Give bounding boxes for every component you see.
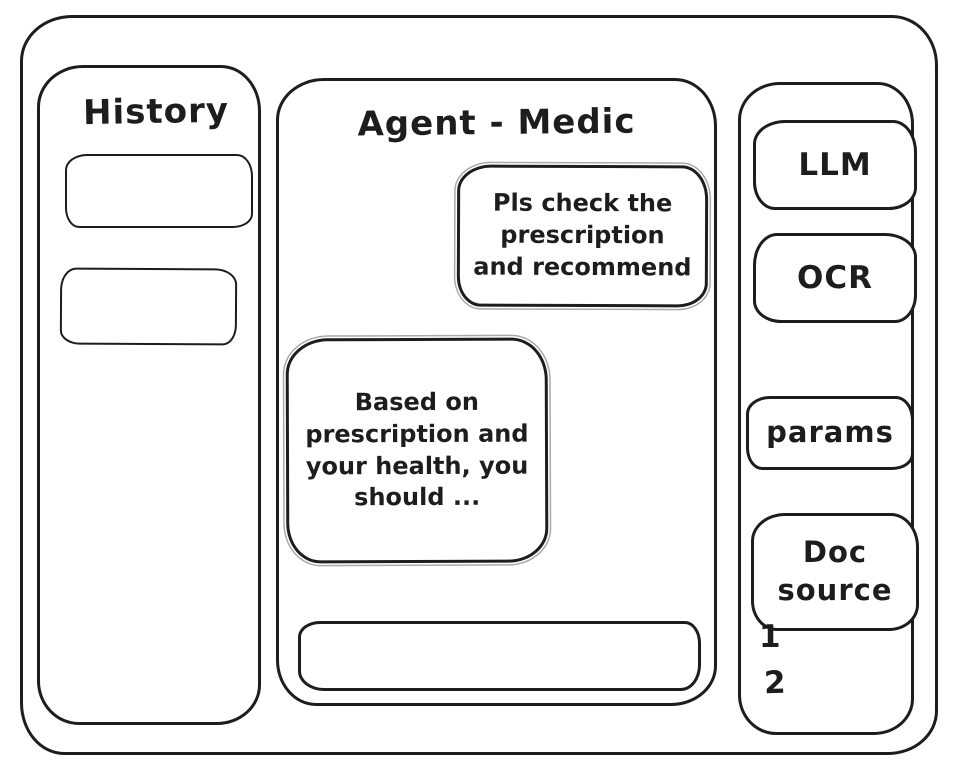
doc-source-item-2: 2 xyxy=(763,664,787,702)
chat-panel-title: Agent - Medic xyxy=(357,101,636,145)
tools-panel: LLM OCR params Doc source 1 2 xyxy=(738,82,919,735)
history-panel-title: History xyxy=(82,90,230,134)
params-button[interactable]: params xyxy=(746,396,914,470)
history-item-1[interactable] xyxy=(65,154,253,228)
history-panel: History xyxy=(37,65,261,725)
llm-button[interactable]: LLM xyxy=(753,120,917,210)
doc-source-item-1: 1 xyxy=(759,619,781,655)
ocr-button[interactable]: OCR xyxy=(753,233,917,323)
user-message-bubble: Pls check the prescription and recommend xyxy=(456,164,709,308)
history-item-2[interactable] xyxy=(59,267,238,346)
chat-panel: Agent - Medic Pls check the prescription… xyxy=(276,78,717,706)
doc-source-button[interactable]: Doc source xyxy=(751,513,919,631)
agent-message-bubble: Based on prescription and your health, y… xyxy=(285,337,549,564)
chat-input[interactable] xyxy=(298,621,701,691)
